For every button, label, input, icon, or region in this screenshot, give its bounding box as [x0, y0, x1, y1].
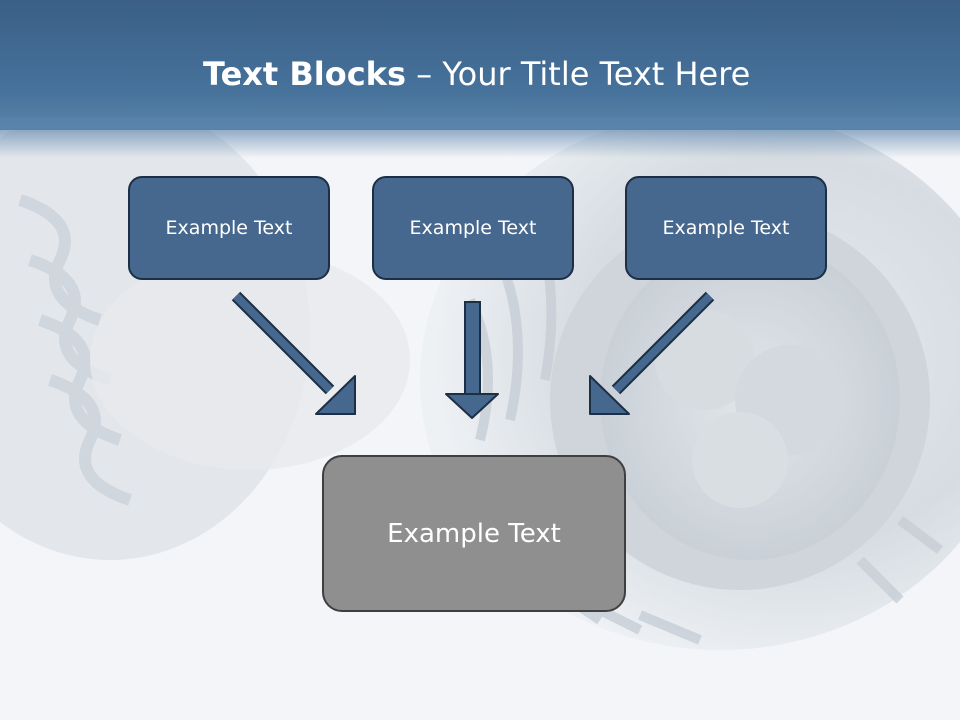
- target-text-block[interactable]: Example Text: [322, 455, 626, 612]
- text-block-3[interactable]: Example Text: [625, 176, 827, 280]
- title-bar-fade: [0, 118, 960, 158]
- text-block-1[interactable]: Example Text: [128, 176, 330, 280]
- title-rest-text: Your Title Text Here: [442, 55, 751, 93]
- title-bar: [0, 0, 960, 130]
- text-block-3-label: Example Text: [662, 217, 790, 239]
- title-bold-text: Text Blocks: [203, 55, 406, 93]
- text-block-2[interactable]: Example Text: [372, 176, 574, 280]
- title-dash: –: [406, 55, 443, 93]
- text-block-2-label: Example Text: [409, 217, 537, 239]
- text-block-1-label: Example Text: [165, 217, 293, 239]
- target-text-block-label: Example Text: [387, 518, 561, 549]
- slide-title: Text Blocks – Your Title Text Here: [0, 52, 960, 96]
